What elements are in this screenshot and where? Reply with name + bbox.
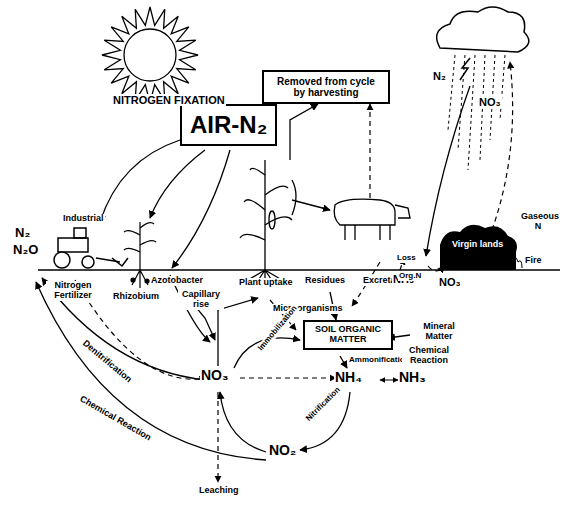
flow-arrows [36,86,470,460]
cow [334,199,410,240]
cycle-label: NO₃ [200,368,229,383]
rain-cloud [437,7,529,52]
cycle-label: Mineral Matter [416,322,462,342]
corn-plant [240,160,296,288]
dashed-arrows [75,62,513,482]
sun [102,7,198,103]
cycle-label: N₂ [14,226,31,240]
cycle-label: Virgin lands [451,240,504,250]
cycle-label: Plant uptake [238,278,294,288]
cycle-label: NITROGEN FIXATION [112,94,226,106]
equilibrium-arrow [380,380,398,381]
cycle-label: NH₄ [334,370,363,385]
virgin-forest [440,225,517,270]
lightning [460,58,470,80]
cycle-label: Nitrification [304,385,343,424]
cycle-label: NO₃ [438,276,462,288]
cycle-label: Leaching [198,486,240,496]
node-text: SOIL ORGANIC MATTER [310,325,386,345]
cycle-label: Rhizobium [112,292,160,302]
soil-organic-matter-box: SOIL ORGANIC MATTER [303,320,393,350]
cycle-label: Microorganisms [272,304,344,314]
cycle-label: N₂O [12,243,39,257]
cycle-label: NH₃ [398,370,427,385]
cycle-label: NO₃ [478,96,502,108]
cycle-label: Capillary rise [178,290,224,310]
cycle-label: NO₂ [268,443,297,458]
cycle-label: Residues [304,276,346,286]
cycle-label: Loss [396,254,417,263]
harvest-box: Removed from cycle by harvesting [262,70,390,104]
cycle-label: Nitrogen Fertilizer [46,281,100,301]
rain [448,55,505,170]
cycle-label: Fire [524,256,543,266]
cycle-label: N₂ [432,70,447,82]
cycle-label: Gaseous N [520,212,556,232]
air-box: AIR-N₂ [180,104,277,146]
cycle-label: Azotobacter [150,276,204,286]
cycle-label: Industrial [62,214,105,224]
cycle-label: Denitrification [80,338,134,386]
fire [505,257,522,268]
node-text: Removed from cycle by harvesting [270,76,382,98]
cycle-label: Org.N [398,272,422,281]
node-text: AIR-N₂ [190,112,267,138]
cycle-label: Chemical Reaction [402,346,456,366]
tractor [54,228,128,268]
